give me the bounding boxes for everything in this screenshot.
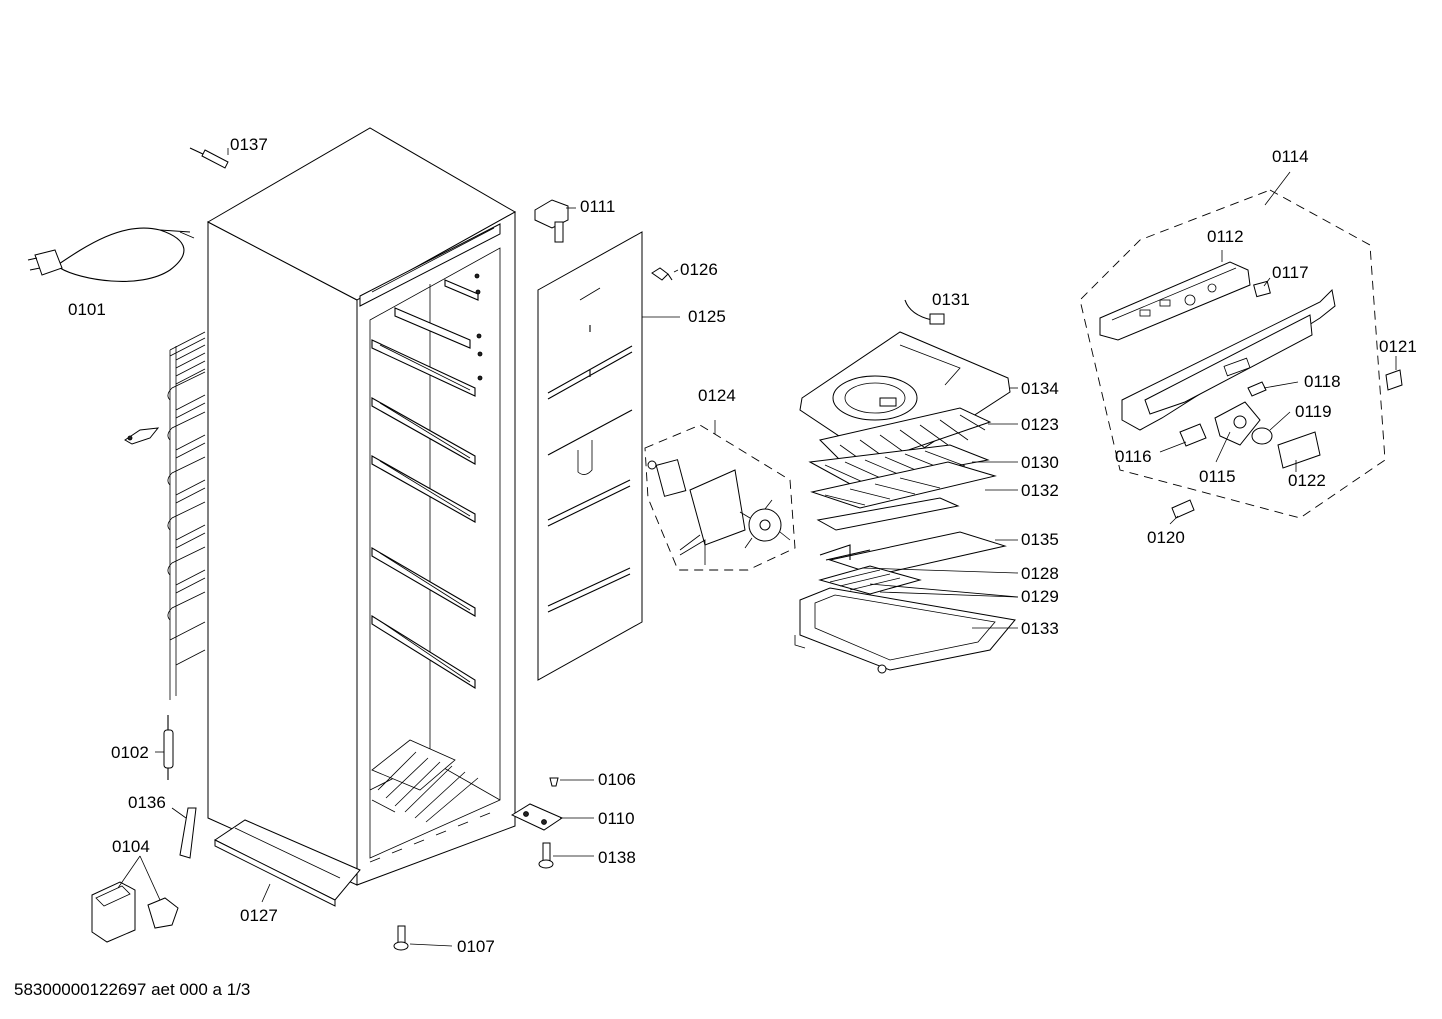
callout-0122: 0122 bbox=[1288, 471, 1326, 490]
cabinet-shelves bbox=[371, 279, 479, 689]
sensor-probe bbox=[189, 147, 229, 169]
callout-0118: 0118 bbox=[1304, 372, 1341, 391]
callout-0121: 0121 bbox=[1379, 337, 1417, 356]
callout-0120: 0120 bbox=[1147, 528, 1185, 547]
callout-0136: 0136 bbox=[128, 793, 166, 812]
callout-0116: 0116 bbox=[1115, 447, 1152, 466]
evaporator-cover-panel bbox=[537, 231, 643, 681]
callout-0111: 0111 bbox=[580, 197, 615, 216]
callout-0124: 0124 bbox=[698, 386, 736, 405]
condenser-coil bbox=[167, 331, 206, 700]
lamp-holder-clip bbox=[651, 267, 673, 281]
callout-0132: 0132 bbox=[1021, 481, 1059, 500]
callout-0125: 0125 bbox=[688, 307, 726, 326]
cabinet-bottom-ribs bbox=[371, 739, 479, 823]
callout-0133: 0133 bbox=[1021, 619, 1059, 638]
evaporator-assembly bbox=[794, 299, 1016, 674]
callout-0129: 0129 bbox=[1021, 587, 1059, 606]
callout-0130: 0130 bbox=[1021, 453, 1059, 472]
callout-0112: 0112 bbox=[1207, 227, 1244, 246]
callout-0110: 0110 bbox=[598, 809, 635, 828]
callout-0138: 0138 bbox=[598, 848, 636, 867]
callout-0134: 0134 bbox=[1021, 379, 1059, 398]
callout-0101: 0101 bbox=[68, 300, 106, 319]
callout-0102: 0102 bbox=[111, 743, 149, 762]
callout-0117: 0117 bbox=[1272, 263, 1309, 282]
condenser-clip bbox=[124, 427, 160, 445]
callout-0106: 0106 bbox=[598, 770, 636, 789]
base-plate bbox=[214, 819, 361, 907]
document-code: 58300000122697 aet 000 a 1/3 bbox=[14, 980, 251, 999]
power-cord bbox=[27, 227, 195, 282]
callout-0114: 0114 bbox=[1272, 147, 1309, 166]
callout-0104: 0104 bbox=[112, 837, 150, 856]
callout-0135: 0135 bbox=[1021, 530, 1059, 549]
callout-0119: 0119 bbox=[1295, 402, 1332, 421]
control-panel-group bbox=[1079, 189, 1403, 519]
leader-lines bbox=[117, 148, 1397, 947]
top-hinge bbox=[534, 199, 569, 243]
callout-0128: 0128 bbox=[1021, 564, 1059, 583]
callout-0131: 0131 bbox=[932, 290, 970, 309]
callout-0126: 0126 bbox=[680, 260, 718, 279]
fan-assembly bbox=[644, 424, 796, 571]
small-parts bbox=[91, 715, 564, 951]
callout-0123: 0123 bbox=[1021, 415, 1059, 434]
callout-0127: 0127 bbox=[240, 906, 278, 925]
callout-labels: 0137 0101 0111 0126 0125 0124 0131 0134 … bbox=[68, 135, 1417, 956]
callout-0115: 0115 bbox=[1199, 467, 1236, 486]
callout-0137: 0137 bbox=[230, 135, 268, 154]
cabinet-body bbox=[206, 127, 517, 886]
callout-0107: 0107 bbox=[457, 937, 495, 956]
